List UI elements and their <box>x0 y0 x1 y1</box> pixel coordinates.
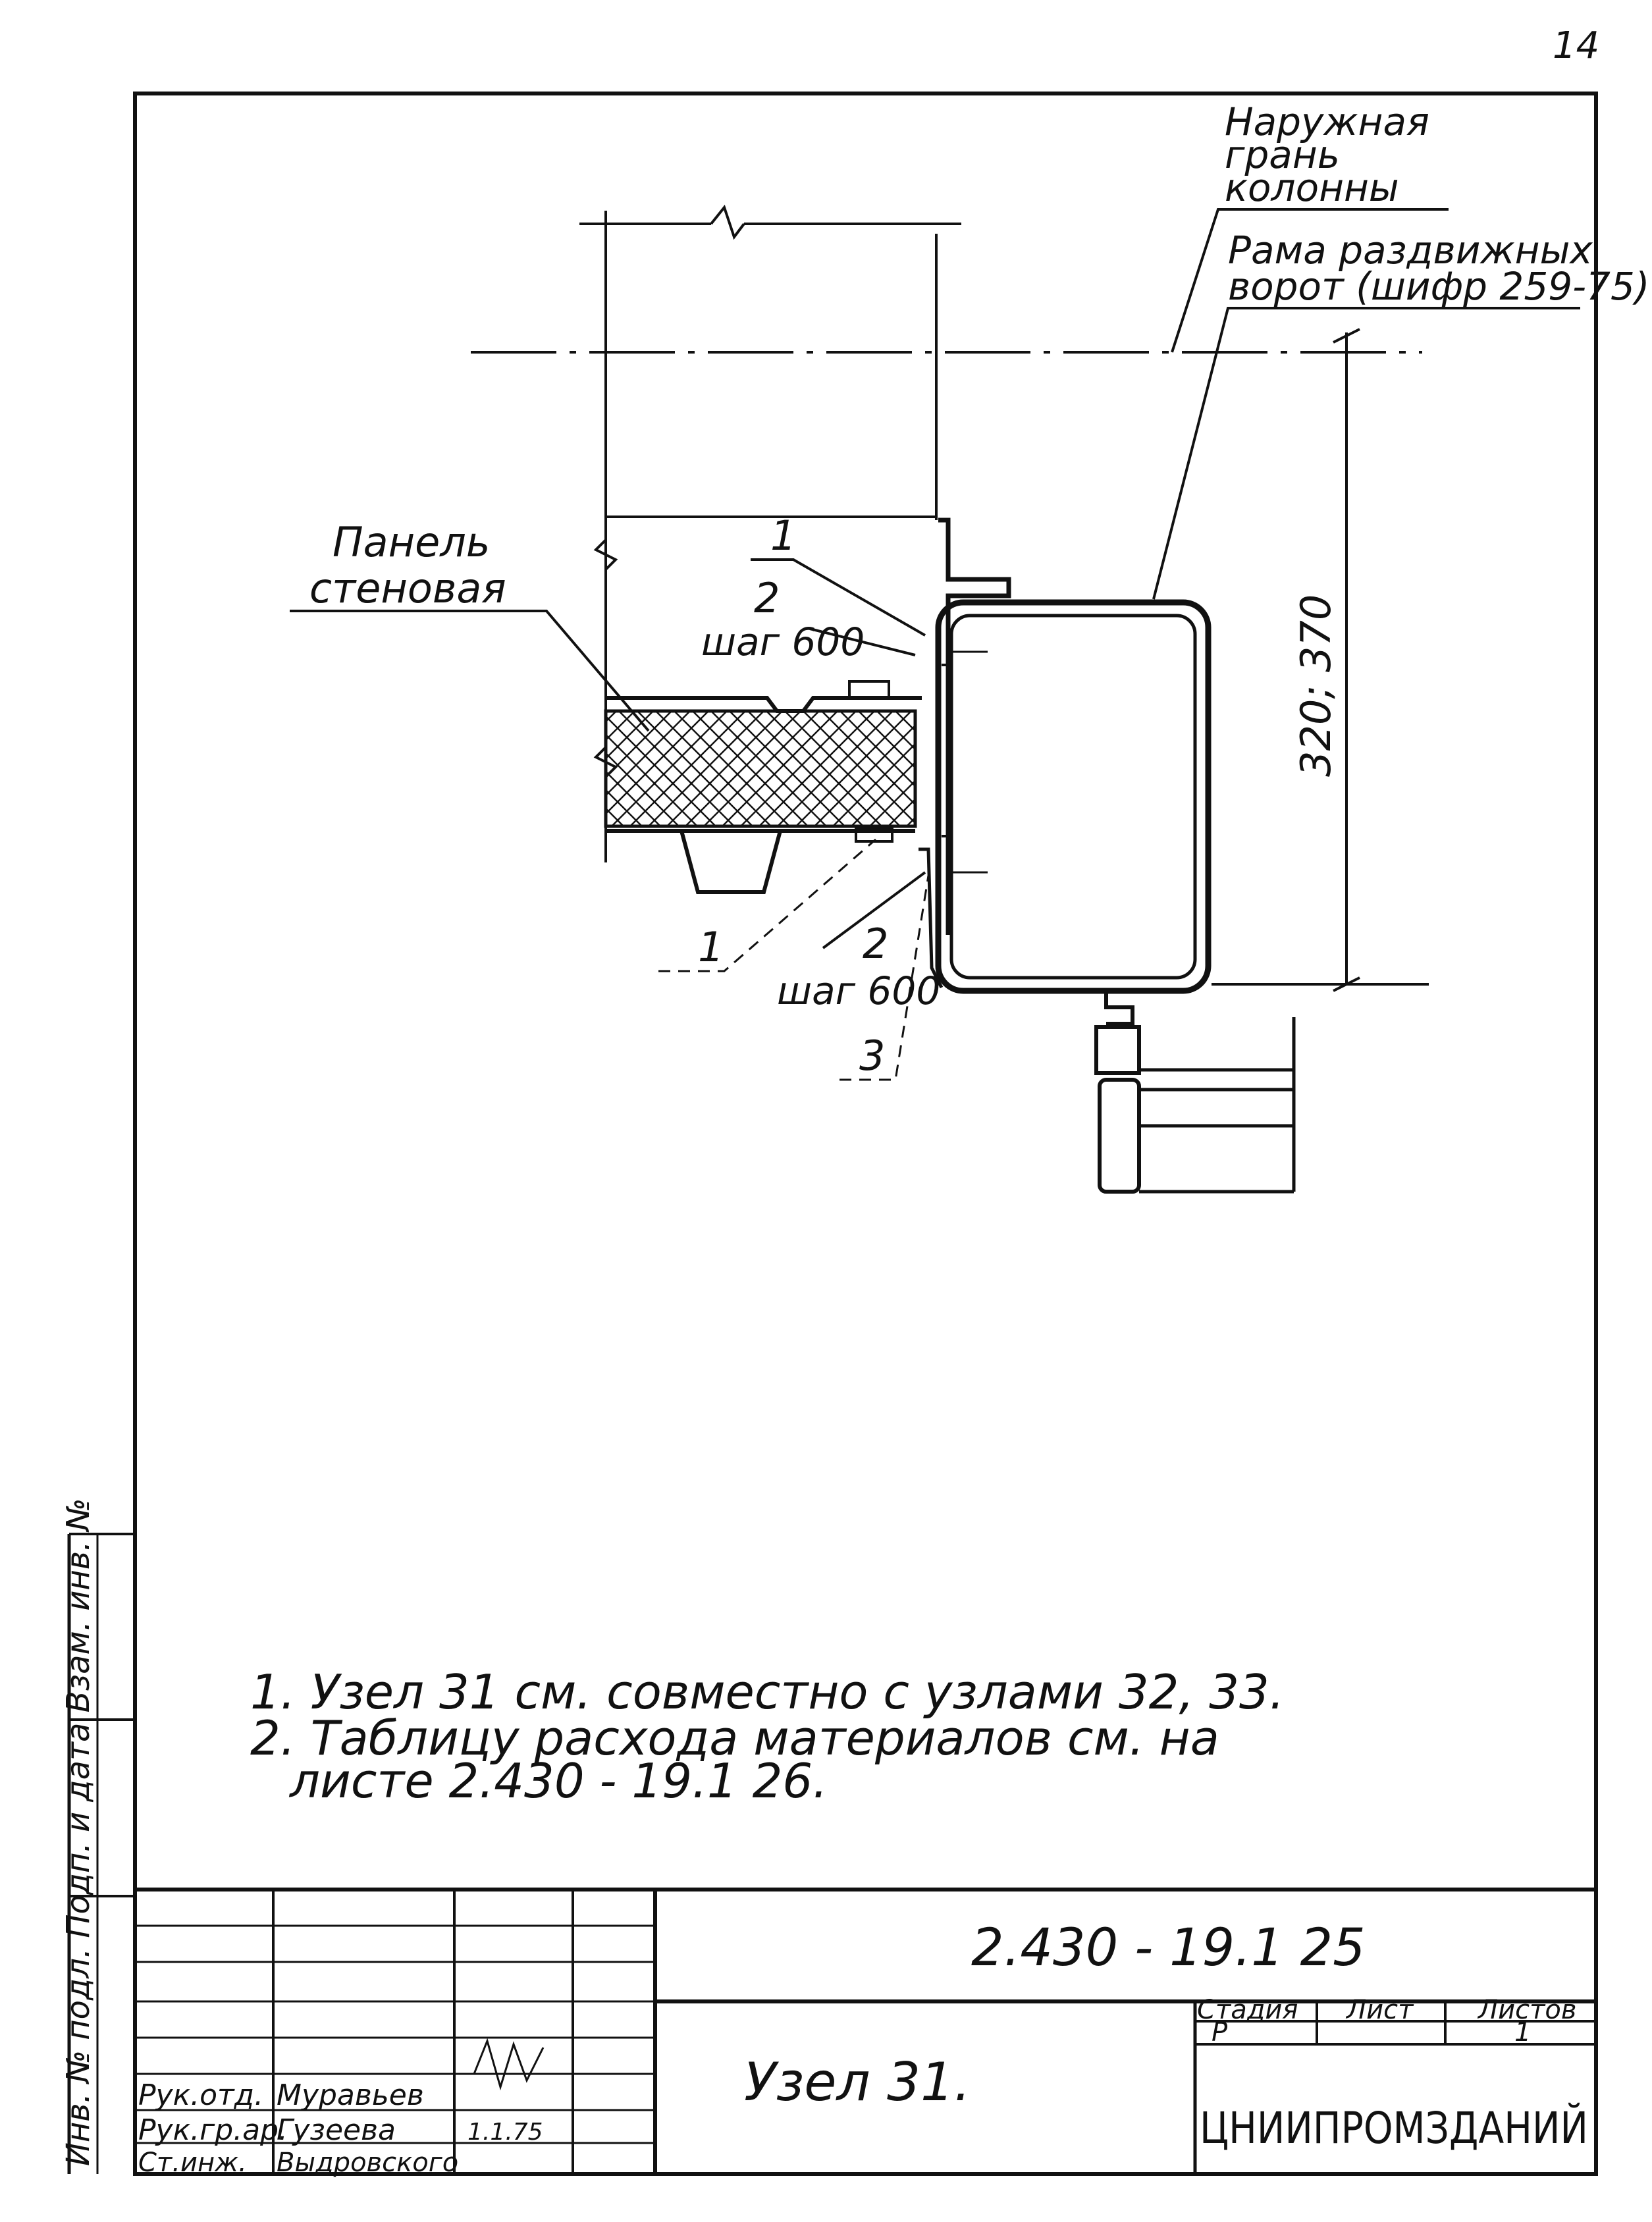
callout-1-bottom: 1 <box>698 923 724 971</box>
sheet-frame <box>133 92 1598 2176</box>
step-bottom: шаг 600 <box>777 968 940 1013</box>
frame-label-2: ворот (шифр 259-75) <box>1228 264 1650 309</box>
signature-scribble <box>473 2038 545 2091</box>
note-2a: 2. Таблицу расхода материалов см. на <box>250 1710 1219 1766</box>
note-2b: листе 2.430 - 19.1 26. <box>288 1753 828 1809</box>
callout-2-bottom: 2 <box>863 920 888 968</box>
name-1: Муравьев <box>277 2078 424 2112</box>
stage-value: Р <box>1212 2017 1228 2048</box>
height-dimension <box>1212 328 1429 992</box>
sheet-corner-number: 14 <box>1553 24 1599 67</box>
height-dimension-label: 320; 370 <box>1292 595 1340 777</box>
wall-panel <box>593 516 936 894</box>
callout-1-top-leader <box>751 558 926 637</box>
role-2: Рук.гр.ар. <box>138 2113 288 2147</box>
gate-frame-profile <box>919 517 1296 1194</box>
frame-label-1: Рама раздвижных <box>1228 228 1593 273</box>
side-strip: Инв. № подл. Подп. и дата Взам. инв. № <box>60 1498 135 2174</box>
outer-face-label-3: колонны <box>1225 165 1399 210</box>
sheets-header: Листов <box>1477 1995 1576 2025</box>
note-1: 1. Узел 31 см. совместно с узлами 32, 33… <box>250 1664 1285 1720</box>
sheets-value: 1 <box>1514 2017 1531 2048</box>
side-strip-text: Инв. № подл. Подп. и дата Взам. инв. № <box>60 1498 97 2166</box>
outer-face-leader <box>1171 208 1449 353</box>
callout-2-top: 2 <box>754 574 780 622</box>
callout-2-bottom-leader <box>822 871 926 949</box>
drawing-title: Узел 31. <box>744 2051 971 2113</box>
callout-3: 3 <box>859 1032 885 1080</box>
organization: ЦНИИПРОМЗДАНИЙ <box>1200 2102 1588 2154</box>
panel-label-2: стеновая <box>309 564 506 612</box>
name-2: Гузеева <box>277 2113 396 2147</box>
role-3: Ст.инж. <box>138 2148 247 2178</box>
callout-2-top-leader <box>809 627 916 656</box>
title-block <box>135 1888 1596 2174</box>
panel-label-1: Панель <box>333 518 490 566</box>
callout-1-top: 1 <box>770 512 796 560</box>
panel-leader <box>290 610 650 732</box>
role-1: Рук.отд. <box>138 2078 263 2112</box>
frame-leader <box>1152 307 1580 600</box>
step-top: шаг 600 <box>701 620 865 664</box>
stage-header: Стадия <box>1197 1995 1298 2025</box>
date-mark: 1.1.75 <box>467 2119 543 2146</box>
doc-code: 2.430 - 19.1 25 <box>971 1918 1366 1978</box>
outer-face-label-2: грань <box>1225 132 1340 177</box>
name-3: Выдровского <box>277 2148 458 2178</box>
callout-1-bottom-leader <box>658 838 876 972</box>
outer-face-label-1: Наружная <box>1225 99 1429 144</box>
sheet-header: Лист <box>1345 1995 1414 2025</box>
